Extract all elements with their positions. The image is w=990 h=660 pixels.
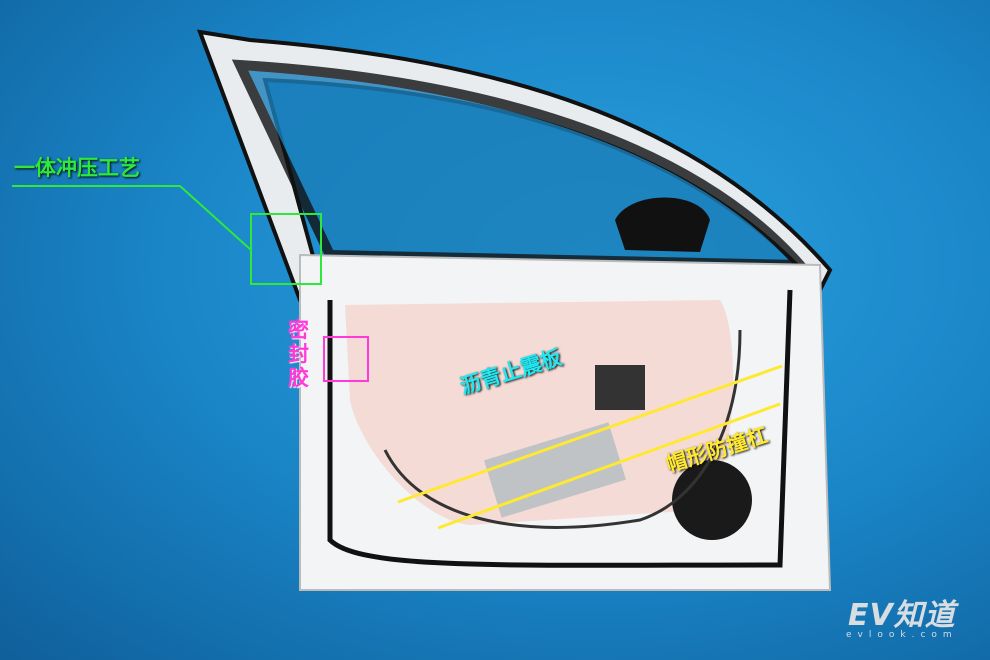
asphalt-sheet-outline	[345, 300, 734, 525]
impact-beam	[484, 422, 626, 518]
speaker	[672, 460, 752, 540]
watermark-logo: EV知道	[847, 598, 956, 633]
stamping-leader-line	[12, 185, 252, 251]
window-regulator	[595, 365, 645, 410]
label-one-piece-stamping: 一体冲压工艺	[14, 156, 140, 180]
label-sealant: 密封胶	[288, 318, 309, 390]
door-seal	[327, 289, 793, 568]
side-mirror	[615, 197, 710, 252]
wiring-harness	[383, 329, 742, 529]
beam-line-upper	[397, 364, 783, 504]
watermark: EV知道 evlook.com	[846, 590, 958, 640]
sealant-highlight-box	[323, 336, 369, 382]
watermark-site: evlook.com	[846, 630, 958, 640]
beam-line-lower	[437, 402, 781, 530]
